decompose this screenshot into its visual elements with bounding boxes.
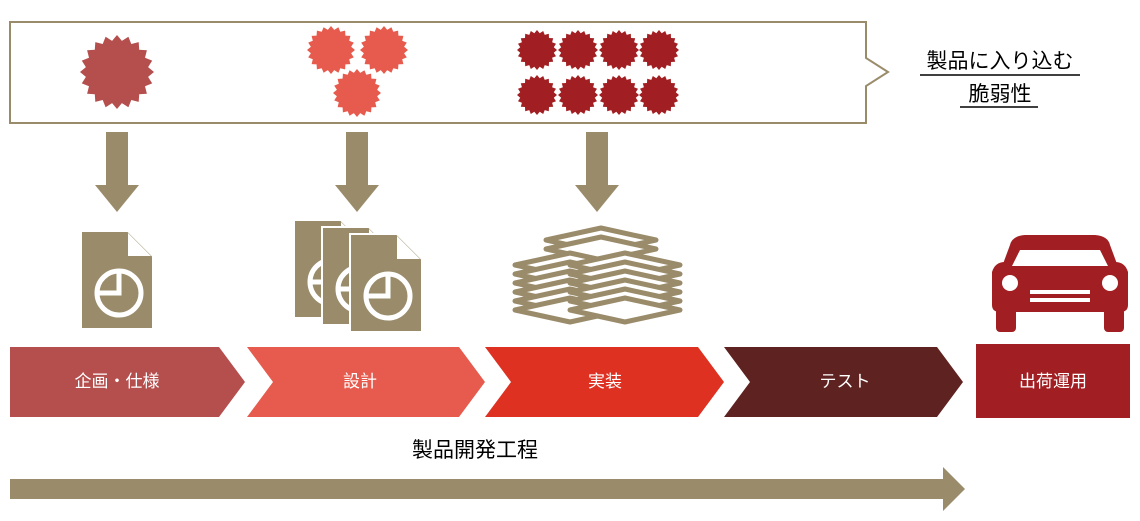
vulnerability-burst-icon <box>558 30 598 70</box>
stage-label: 企画・仕様 <box>75 372 160 392</box>
vulnerability-burst-icon <box>333 69 381 117</box>
process-caption: 製品開発工程 <box>412 438 538 462</box>
vulnerability-burst-icon <box>599 75 639 115</box>
vulnerability-burst-icon <box>558 75 598 115</box>
stage-chevron-test: テスト <box>724 347 963 417</box>
document-chart-icon <box>80 230 154 330</box>
document-chart-icon <box>349 233 423 333</box>
stage-label: 設計 <box>343 372 377 392</box>
release-label: 出荷運用 <box>1019 372 1087 392</box>
document-icons <box>80 219 423 333</box>
stage-chevron-planning: 企画・仕様 <box>10 347 245 417</box>
stage-chevron-design: 設計 <box>247 347 485 417</box>
down-arrow-icon <box>95 132 139 212</box>
stage-label: 実装 <box>588 372 622 392</box>
timeline-arrow <box>10 467 965 511</box>
vulnerability-burst-icon <box>517 30 557 70</box>
down-arrow-icon <box>575 132 619 212</box>
stacked-papers-icon <box>512 225 683 325</box>
release-box: 出荷運用 <box>976 344 1130 418</box>
stage-chevron-implementation: 実装 <box>485 347 724 417</box>
stage-label: テスト <box>820 372 871 392</box>
paper-sheet <box>567 295 683 325</box>
down-arrow-icon <box>335 132 379 212</box>
vulnerability-burst-icon <box>307 26 355 74</box>
vulnerability-burst-icon <box>80 35 154 109</box>
callout-title-line1: 製品に入り込む <box>927 49 1074 73</box>
vulnerability-burst-icon <box>639 75 679 115</box>
vulnerability-bursts <box>80 26 679 117</box>
vulnerability-burst-icon <box>639 30 679 70</box>
callout-title-line2: 脆弱性 <box>969 82 1032 106</box>
vulnerability-burst-icon <box>599 30 639 70</box>
vulnerability-burst-icon <box>517 75 557 115</box>
car-icon <box>992 235 1128 332</box>
vulnerability-burst-icon <box>360 26 408 74</box>
